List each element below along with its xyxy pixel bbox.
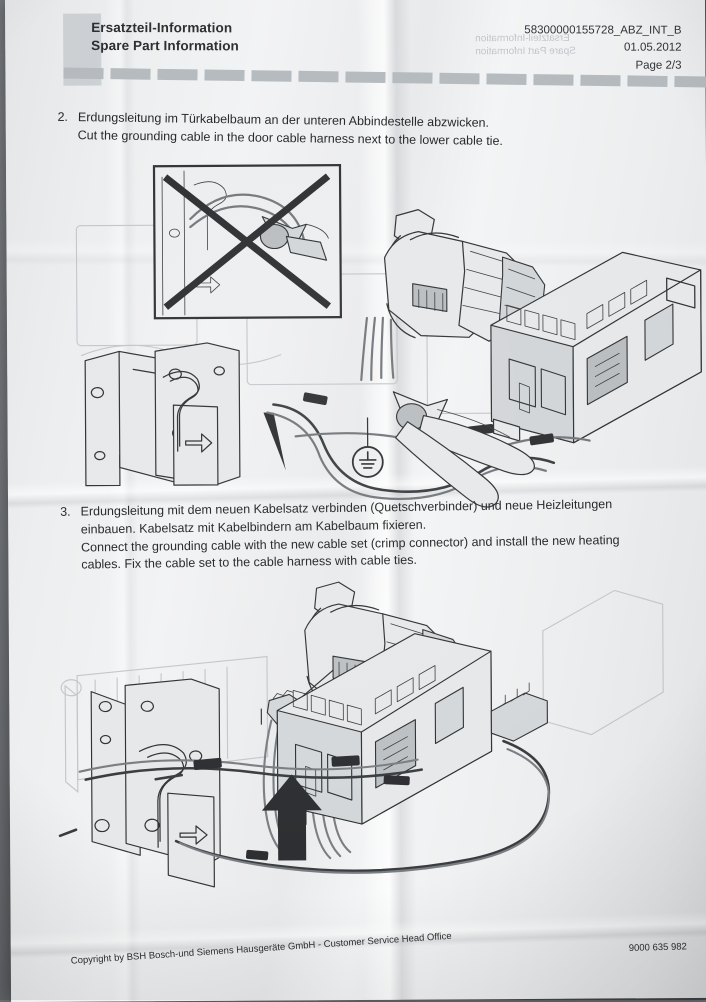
- title-english: Spare Part Information: [91, 37, 239, 56]
- document-date: 01.05.2012: [524, 40, 681, 58]
- header-rule-block-0: [63, 68, 103, 80]
- cable-tie: [384, 775, 410, 785]
- step-2-number: 2.: [57, 109, 68, 145]
- header-rule-block-4: [251, 70, 291, 82]
- header-rule-block-12: [627, 75, 667, 87]
- header-rule-block-2: [157, 69, 197, 81]
- header-rule-block-6: [345, 71, 385, 83]
- header-rule-block-9: [486, 73, 526, 85]
- crimp-sleeve: [331, 755, 360, 767]
- cable-tie: [246, 850, 269, 861]
- inset-pointer: [263, 412, 285, 470]
- title-german: Ersatzteil-Information: [91, 19, 239, 38]
- instruction-step-3: 3. Erdungsleitung mit dem neuen Kabelsat…: [60, 496, 620, 575]
- mounting-bracket: [91, 679, 220, 888]
- ground-symbol: [353, 418, 383, 477]
- footer-document-number: 9000 635 982: [628, 941, 686, 954]
- instruction-step-2: 2. Erdungsleitung im Türkabelbaum an der…: [57, 109, 503, 151]
- document-meta-block: 58300000155728_ABZ_INT_B 01.05.2012 Page…: [524, 22, 681, 74]
- header-rule-block-5: [298, 71, 338, 83]
- paper-sheet: Ersatzteil-Information Spare Part Inform…: [5, 0, 706, 1002]
- module-plug: [491, 693, 547, 741]
- crimp-sleeve: [529, 433, 554, 445]
- step-3-number: 3.: [60, 504, 71, 575]
- header-rule-block-10: [533, 74, 573, 86]
- figure-connect-new-cable-set: .l2 { fill:none; stroke:#2f3133; stroke-…: [54, 572, 706, 906]
- mounting-bracket: [85, 343, 240, 486]
- header-rule-block-13: [674, 76, 706, 88]
- header-rule-block-11: [580, 75, 620, 87]
- footer-copyright: Copyright by BSH Bosch-und Siemens Hausg…: [70, 931, 451, 967]
- document-id: 58300000155728_ABZ_INT_B: [524, 22, 681, 40]
- figure-cut-grounding-cable: .ln { fill:none; stroke:#2f3133; stroke-…: [66, 152, 706, 486]
- page-number: Page 2/3: [524, 57, 681, 75]
- header-rule-block-8: [439, 73, 479, 85]
- header-rule-block-3: [204, 69, 244, 81]
- crimp-sleeve: [303, 392, 328, 405]
- module-ghost-outline: [543, 590, 664, 735]
- header-rule-block-7: [392, 72, 432, 84]
- document-title-block: Ersatzteil-Information Spare Part Inform…: [91, 19, 239, 56]
- header-rule-block-1: [110, 68, 150, 80]
- page-footer: Copyright by BSH Bosch-und Siemens Hausg…: [11, 936, 706, 980]
